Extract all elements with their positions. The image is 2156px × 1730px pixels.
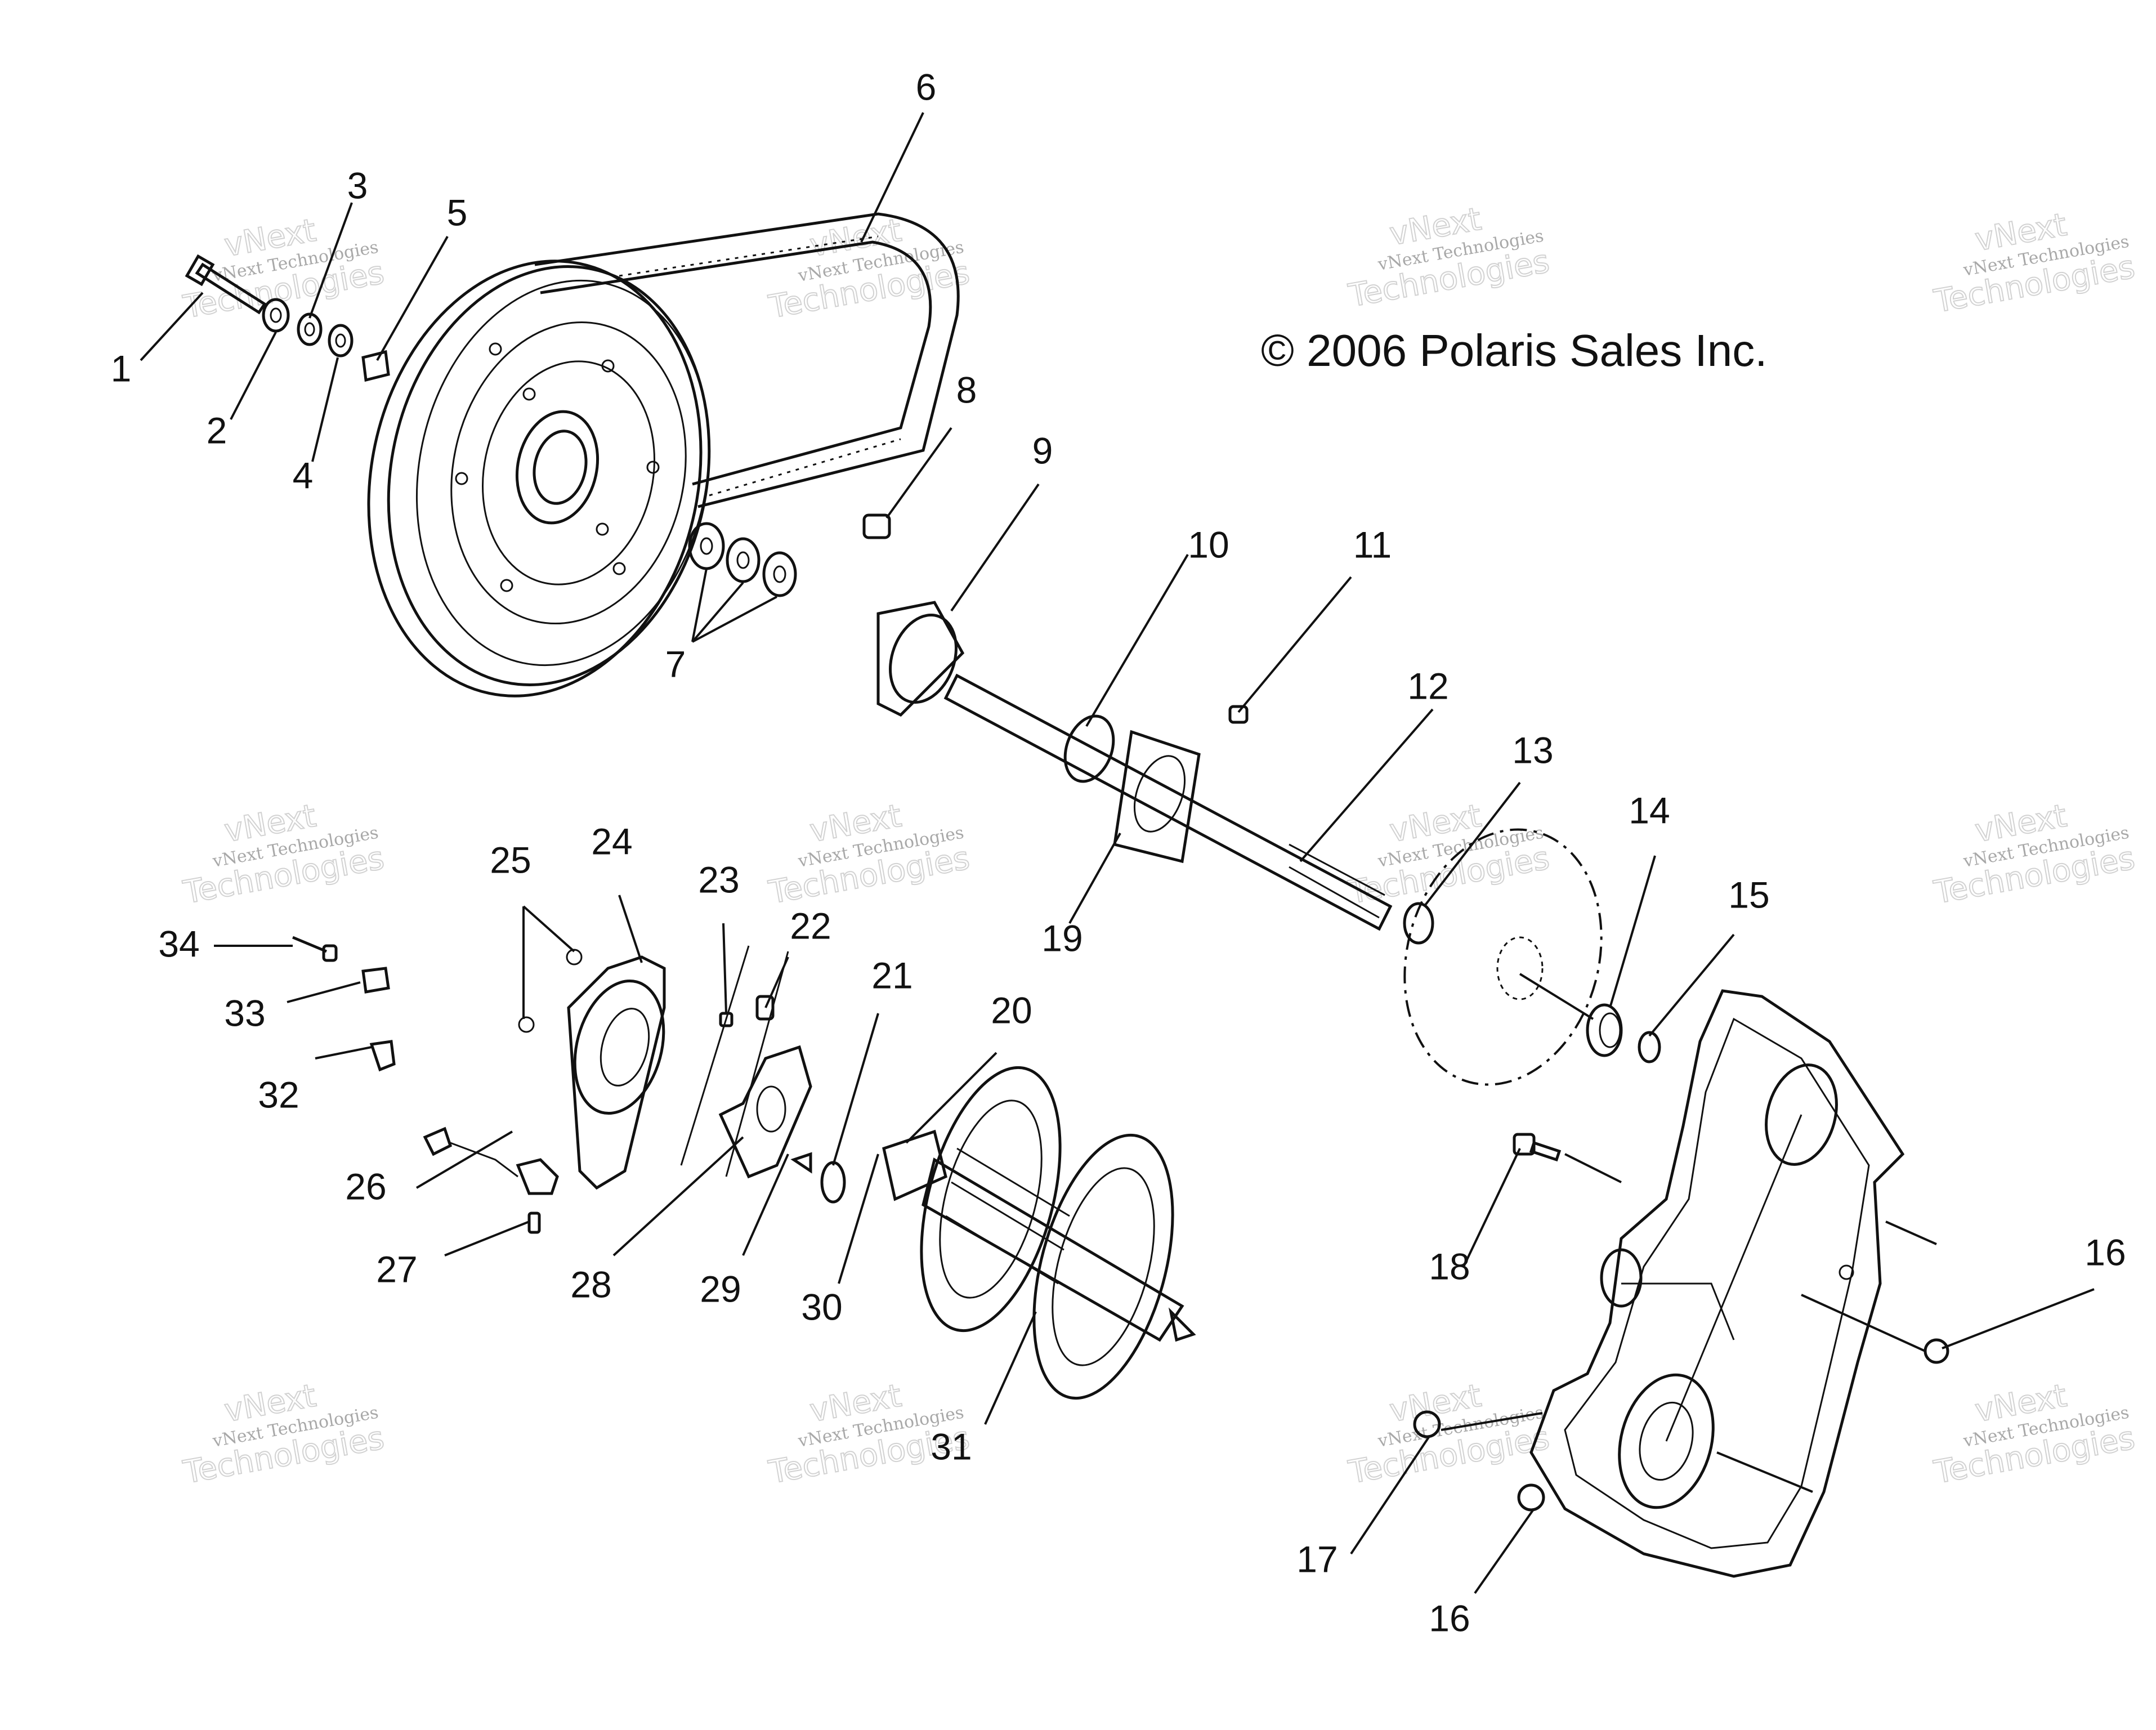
track-drive-shaft <box>790 1066 1196 1400</box>
callout-18: 18 <box>1429 1245 1470 1287</box>
callout-10: 10 <box>1188 524 1229 565</box>
callout-27: 27 <box>376 1248 417 1290</box>
callout-29: 29 <box>700 1268 741 1309</box>
watermark: vNext vNext Technologies Technologies <box>1931 797 2139 912</box>
centerlines <box>1441 973 1937 1493</box>
callout-19: 19 <box>1041 917 1083 959</box>
jackshaft-assembly <box>862 513 1434 945</box>
drive-belt <box>534 212 960 508</box>
callout-6: 6 <box>916 66 937 108</box>
chaincase <box>1529 989 1905 1578</box>
callout-15: 15 <box>1728 874 1769 915</box>
callout-32: 32 <box>258 1074 299 1115</box>
case-bore <box>1496 936 1544 1000</box>
watermark: vNext vNext Technologies Technologies <box>180 1377 388 1492</box>
leader-lines <box>140 112 2095 1594</box>
watermark: vNext vNext Technologies Technologies <box>766 797 973 912</box>
callout-4: 4 <box>293 454 314 496</box>
callout-22: 22 <box>790 905 831 946</box>
callout-21: 21 <box>871 954 913 996</box>
callout-30: 30 <box>801 1286 842 1327</box>
callout-9: 9 <box>1032 430 1053 471</box>
watermark: vNext vNext Technologies Technologies <box>1345 200 1553 315</box>
sensor-and-bracket-parts <box>292 936 559 1234</box>
bearing-and-ring <box>1586 1003 1661 1063</box>
callout-2: 2 <box>207 409 227 451</box>
callout-33: 33 <box>224 992 265 1034</box>
callout-17: 17 <box>1296 1538 1338 1580</box>
callout-28: 28 <box>570 1263 611 1305</box>
callout-25: 25 <box>490 839 531 880</box>
copyright-notice: © 2006 Polaris Sales Inc. <box>1261 325 1767 375</box>
callout-20: 20 <box>991 989 1032 1031</box>
callout-11: 11 <box>1353 524 1392 565</box>
watermark: vNext vNext Technologies Technologies <box>1931 1377 2139 1492</box>
callout-1: 1 <box>111 347 132 389</box>
watermark: vNext vNext Technologies Technologies <box>1931 206 2139 321</box>
callout-16: 16 <box>2085 1231 2126 1273</box>
clutch-bolt-hardware <box>185 254 390 382</box>
case-seal-outline <box>1403 828 1603 1086</box>
watermark: vNext vNext Technologies Technologies <box>766 212 973 327</box>
callout-8: 8 <box>956 369 977 410</box>
bearing-flange-gasket <box>680 945 812 1179</box>
callout-labels: 1 2 3 4 5 6 7 8 9 10 11 12 13 14 15 16 1… <box>111 66 2126 1639</box>
drive-pulley <box>367 260 711 698</box>
callout-16: 16 <box>1429 1597 1470 1639</box>
callout-24: 24 <box>591 820 632 862</box>
brake-hub <box>518 949 775 1190</box>
watermark: vNext vNext Technologies Technologies <box>180 797 388 912</box>
case-fasteners <box>1413 1133 1949 1512</box>
watermark: vNext vNext Technologies Technologies <box>1345 797 1553 912</box>
callout-26: 26 <box>345 1165 386 1207</box>
callout-7: 7 <box>665 643 686 685</box>
callout-5: 5 <box>447 191 468 233</box>
callout-23: 23 <box>698 859 739 900</box>
callout-14: 14 <box>1629 789 1670 831</box>
callout-31: 31 <box>931 1425 972 1467</box>
callout-12: 12 <box>1407 665 1448 707</box>
callout-13: 13 <box>1512 729 1553 771</box>
watermarks: vNext vNext Technologies Technologies vN… <box>180 200 2139 1492</box>
callout-34: 34 <box>158 923 199 964</box>
callout-3: 3 <box>347 164 368 206</box>
